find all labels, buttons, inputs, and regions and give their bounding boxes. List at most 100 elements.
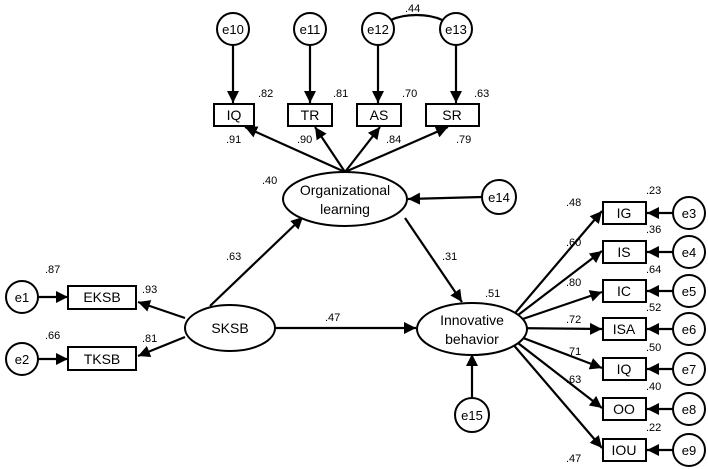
error-e10: e10 [216,12,250,46]
arrow-org-sr [344,125,449,174]
indicator-tr: TR [287,103,333,127]
error-e8: e8 [672,392,706,426]
arrow-ib-iou [504,334,603,449]
svg-text:behavior: behavior [445,331,499,347]
error-e3: e3 [672,196,706,230]
coef-r2-iou: .22 [646,422,661,434]
coef-load-eksb: .93 [142,284,157,296]
error-e4: e4 [672,235,706,269]
arrow-sksb-org [209,216,304,307]
indicator-iq-right: IQ [602,357,647,381]
svg-text:IS: IS [617,244,630,260]
error-e2: e2 [5,342,39,376]
svg-text:e5: e5 [682,284,696,299]
arrow-e14-org [407,192,483,205]
indicator-tksb: TKSB [67,346,137,371]
svg-text:learning: learning [320,201,370,217]
coef-load-iq-top: .91 [226,134,241,146]
coef-r2-eksb: .87 [45,264,60,276]
coef-path-sksb-org: .63 [226,251,241,263]
coef-r2-tr: .81 [333,88,348,100]
svg-text:e7: e7 [682,362,696,377]
coef-path-org-ib: .31 [442,251,457,263]
svg-text:e15: e15 [461,408,483,423]
indicator-iou: IOU [602,438,647,462]
indicator-isa: ISA [602,317,647,341]
error-e6: e6 [672,312,706,346]
svg-text:IC: IC [617,283,631,299]
coef-r2-oo: .40 [646,381,661,393]
svg-text:OO: OO [613,401,635,417]
arrow-org-tr [314,126,346,173]
coef-r2-tksb: .66 [45,330,60,342]
arrow-org-iq-top [244,125,346,174]
coef-r2-is: .36 [646,224,661,236]
indicator-ic: IC [602,279,647,303]
coef-r2-org: .40 [262,175,277,187]
svg-text:e13: e13 [445,22,467,37]
error-e12: e12 [361,12,395,46]
svg-text:IG: IG [617,205,632,221]
indicator-as: AS [356,103,402,127]
error-e7: e7 [672,352,706,386]
indicator-sr: SR [425,103,480,127]
svg-text:e11: e11 [300,22,321,37]
coef-r2-ig: .23 [646,185,661,197]
coef-load-sr: .79 [456,134,471,146]
coef-r2-sr: .63 [474,88,489,100]
coef-load-as: .84 [386,134,401,146]
coef-load-tr: .90 [297,134,312,146]
indicator-ig: IG [602,201,647,225]
latent-innovative-behavior: Innovative behavior [416,302,528,356]
error-e5: e5 [672,274,706,308]
coef-r2-iq-right: .50 [646,342,661,354]
svg-text:e6: e6 [682,322,696,337]
coef-load-tksb: .81 [142,333,157,345]
latent-sksb: SKSB [184,304,276,352]
svg-text:e8: e8 [682,402,696,417]
indicator-oo: OO [602,397,647,421]
svg-text:SR: SR [442,107,461,123]
svg-text:Innovative: Innovative [440,312,504,328]
coef-path-sksb-ib: .47 [325,312,340,324]
indicator-iq-top: IQ [213,103,255,127]
svg-text:SKSB: SKSB [211,320,248,336]
svg-text:TR: TR [301,107,320,123]
arrow-sksb-eksb [137,300,186,320]
error-e13: e13 [439,12,473,46]
coef-load-is: .60 [566,237,581,249]
indicator-is: IS [602,240,647,264]
arrow-sksb-tksb [137,335,186,358]
svg-text:AS: AS [370,107,389,123]
coef-r2-as: .70 [402,88,417,100]
svg-text:e1: e1 [15,290,29,305]
arrow-ib-ig [504,210,603,326]
svg-text:e3: e3 [682,206,696,221]
svg-text:e14: e14 [488,190,510,205]
error-e11: e11 [293,12,327,46]
svg-text:IOU: IOU [612,442,637,458]
arrow-ib-is [504,250,603,326]
coef-load-oo: .63 [566,374,581,386]
coef-cov-e12-e13: .44 [405,3,420,15]
svg-text:e10: e10 [222,22,244,37]
arrow-org-ib [404,217,463,303]
svg-text:IQ: IQ [617,361,632,377]
coef-load-ic: .80 [566,277,581,289]
coef-load-ig: .48 [566,197,581,209]
coef-load-iq-right: .71 [566,346,581,358]
svg-text:e9: e9 [682,443,696,458]
svg-text:TKSB: TKSB [84,351,121,367]
svg-text:ISA: ISA [613,321,636,337]
error-e9: e9 [672,433,706,467]
error-e1: e1 [5,280,39,314]
svg-text:EKSB: EKSB [83,289,120,305]
coef-load-isa: .72 [566,314,581,326]
indicator-eksb: EKSB [67,285,137,310]
coef-r2-ic: .64 [646,264,661,276]
svg-text:e12: e12 [367,22,389,37]
svg-text:Organizational: Organizational [300,182,390,198]
error-e15: e15 [454,397,490,433]
error-e14: e14 [481,179,517,215]
